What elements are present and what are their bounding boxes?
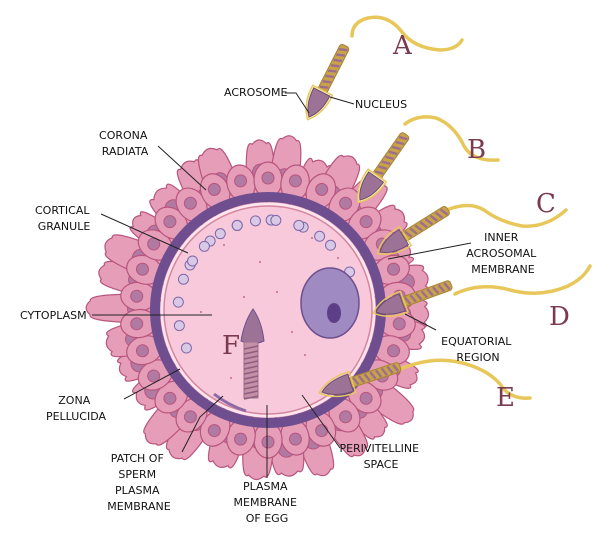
cortical-granules [172, 214, 356, 354]
label-cytoplasm: CYTOPLASM [20, 309, 87, 322]
sperm-a-tail [350, 15, 464, 52]
cortical-granule [214, 228, 226, 240]
leader-zona [123, 368, 181, 400]
label-inner-acrosomal-membrane: INNER ACROSOMAL MEMBRANE [466, 231, 540, 276]
label-plasma-membrane-of-egg: PLASMA MEMBRANE OF EGG [234, 480, 301, 525]
leader-inner-acrosomal [387, 242, 472, 260]
cytoplasm-dot [259, 261, 261, 263]
corona-cell [137, 359, 174, 391]
sperm-a-midpiece [316, 43, 350, 96]
corona-cell [175, 187, 208, 223]
sperm-c [376, 203, 568, 256]
corona-cell [253, 161, 283, 199]
leader-cortical [100, 213, 189, 254]
cortical-granule [180, 342, 192, 354]
corona-cell [175, 397, 208, 433]
cortical-granule [231, 219, 243, 231]
sperm-c-acrosome [376, 225, 413, 256]
sperm-e-acrosome [318, 370, 357, 398]
leader-patch [181, 395, 224, 453]
stage-letter-b: B [467, 135, 486, 165]
cytoplasm-dot [311, 237, 313, 239]
incorporated-sperm-f [240, 308, 265, 400]
sperm-c-head [379, 228, 410, 253]
cortical-granule [314, 230, 326, 242]
cytoplasm-dot [276, 291, 278, 293]
sperm-d [372, 264, 592, 317]
label-equatorial-region: EQUATORIAL REGION [441, 335, 515, 364]
sperm-a-head [307, 87, 331, 118]
leader-nucleus [329, 96, 355, 105]
sperm-d-acrosome [372, 290, 409, 317]
egg-cytoplasm [163, 205, 373, 415]
sperm-d-head [375, 293, 407, 315]
label-patch-of-sperm-plasma-membrane: PATCH OF SPERM PLASMA MEMBRANE [107, 452, 170, 513]
patch-of-sperm-plasma-membrane [213, 392, 247, 413]
corona-cell [199, 410, 231, 447]
cortical-granule [198, 240, 210, 252]
cytoplasm-dot [230, 377, 232, 379]
sperm-a [305, 15, 464, 121]
sperm-c-tail [440, 203, 568, 228]
leader-corona [157, 145, 207, 191]
stage-letter-f: F [222, 331, 240, 361]
sperm-e [318, 358, 532, 400]
approaching-sperm [305, 15, 592, 400]
stage-letter-e: E [496, 383, 515, 413]
cytoplasm-dot [243, 296, 245, 298]
label-corona-radiata: CORONA RADIATA [99, 129, 151, 158]
sperm-f-midpiece [243, 341, 259, 399]
stage-letter-d: D [549, 302, 570, 332]
leader-equatorial [404, 313, 437, 331]
label-nucleus: NUCLEUS [355, 98, 407, 111]
egg-nucleolus [327, 303, 341, 323]
sperm-f-midpiece-coils [243, 345, 259, 400]
cortical-granule [173, 320, 185, 332]
cortical-granule [172, 296, 184, 308]
egg-nucleus [300, 267, 360, 339]
corona-cell [120, 308, 158, 339]
sperm-b [357, 115, 500, 204]
stage-letter-a: A [392, 31, 413, 61]
cortical-granule [270, 214, 282, 226]
sperm-e-tail [396, 358, 532, 400]
corona-cell [280, 164, 310, 202]
sperm-b-tail [403, 115, 500, 162]
cortical-granule [177, 273, 189, 285]
cortical-granule [249, 215, 261, 227]
leader-acrosome [285, 92, 310, 114]
stage-letter-c: C [536, 189, 556, 219]
cytoplasm-dot [200, 311, 202, 313]
cortical-granule [187, 255, 199, 267]
cytoplasm-dot [337, 257, 339, 259]
leader-lines [92, 92, 472, 478]
cytoplasm-dot [223, 244, 225, 246]
cytoplasm-dot [304, 354, 306, 356]
sperm-d-tail [453, 264, 592, 296]
cortical-granule [325, 239, 337, 251]
cytoplasm-dots [200, 237, 339, 379]
sperm-b-head [359, 171, 385, 201]
sperm-e-head [321, 373, 354, 395]
label-zona-pellucida: ZONA PELLUCIDA [46, 394, 107, 423]
cortical-granule [293, 219, 305, 231]
label-acrosome: ACROSOME [224, 86, 287, 99]
cytoplasm-dot [291, 331, 293, 333]
corona-cell [280, 418, 310, 456]
label-perivitelline-space: PERIVITELLINE SPACE [339, 442, 422, 471]
leader-perivitelline [301, 394, 341, 449]
label-cortical-granule: CORTICAL GRANULE [35, 204, 93, 233]
